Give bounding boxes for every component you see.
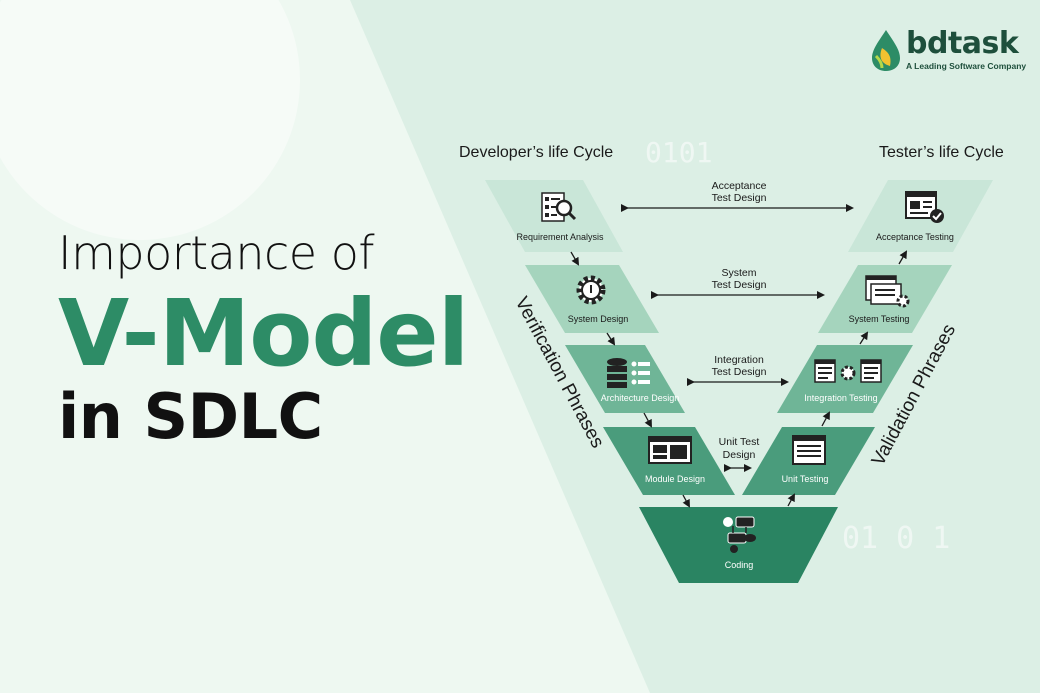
title-line-2: V-Model (58, 280, 469, 387)
step-integration-testing: Integration Testing (804, 393, 877, 403)
checklist-magnifier-icon (541, 192, 577, 222)
document-window-icon (792, 435, 826, 465)
link-label-integration-2: Test Design (712, 366, 767, 378)
flow-arrow-2 (606, 332, 616, 346)
flow-arrow-1 (570, 251, 580, 266)
step-system-design: System Design (568, 314, 629, 324)
binary-decoration-bottom: 01 0 1 (842, 521, 950, 556)
developer-lifecycle-heading: Developer’s life Cycle (459, 144, 614, 161)
link-label-unit-2: Design (723, 449, 756, 461)
code-nodes-icon (723, 516, 756, 553)
step-coding: Coding (725, 560, 754, 570)
flow-arrow-3 (643, 412, 652, 428)
logo-tagline: A Leading Software Company (906, 61, 1027, 71)
link-label-unit-1: Unit Test (719, 436, 760, 448)
logo-name: bdtask (906, 26, 1019, 61)
link-label-acceptance-1: Acceptance (712, 180, 767, 192)
flow-arrow-4 (682, 494, 690, 508)
link-label-acceptance-2: Test Design (712, 192, 767, 204)
step-architecture-design: Architecture Design (601, 393, 680, 403)
network-windows-icon (814, 359, 882, 383)
gear-icon (576, 275, 606, 305)
binary-decoration-top: 0101 (645, 136, 712, 169)
step-unit-testing: Unit Testing (782, 474, 829, 484)
step-requirement-analysis: Requirement Analysis (516, 232, 604, 242)
flow-arrow-5 (787, 493, 795, 507)
step-acceptance-testing: Acceptance Testing (876, 232, 954, 242)
link-label-system-2: Test Design (712, 279, 767, 291)
tester-lifecycle-heading: Tester’s life Cycle (879, 144, 1004, 161)
title-line-3: in SDLC (58, 380, 323, 453)
document-check-icon (905, 191, 944, 223)
flow-arrow-6 (821, 411, 830, 427)
brand-logo: bdtask A Leading Software Company (868, 26, 1026, 76)
windows-gear-icon (865, 275, 910, 308)
title-line-1: Importance of (58, 226, 375, 280)
database-list-icon (607, 358, 650, 388)
layout-window-icon (648, 436, 692, 464)
link-label-system-1: System (721, 267, 756, 279)
leaf-drop-icon (872, 30, 900, 71)
step-system-testing: System Testing (849, 314, 910, 324)
link-label-integration-1: Integration (714, 354, 764, 366)
flow-arrow-7 (859, 331, 869, 345)
shape-coding (639, 507, 838, 583)
flow-arrow-8 (898, 250, 908, 265)
step-module-design: Module Design (645, 474, 705, 484)
